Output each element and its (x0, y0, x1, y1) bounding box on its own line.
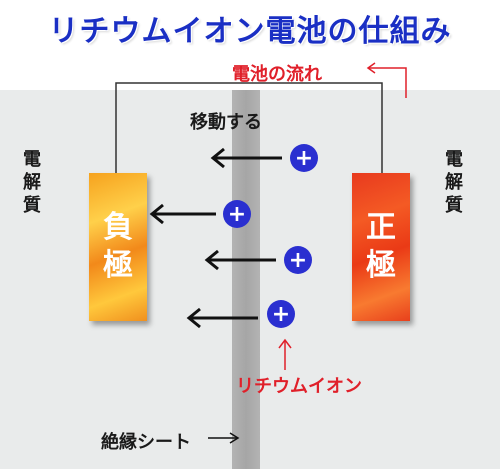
right-electrolyte-label: 電 解 質 (445, 149, 463, 216)
lithium-ion: + (223, 200, 251, 228)
negative-electrode-label: 負 (103, 210, 133, 245)
positive-electrode-label: 極 (366, 248, 396, 283)
current-flow-arrow (366, 62, 407, 98)
circuit-wire (115, 82, 383, 173)
ion-arrow (149, 203, 216, 225)
svg-text:+: + (272, 302, 290, 327)
move-label: 移動する (190, 112, 262, 133)
lithium-ion: + (267, 300, 295, 328)
separator-pointer-arrow (208, 432, 240, 444)
lithium-ion: + (290, 144, 318, 172)
positive-electrode: 正 極 (352, 173, 410, 321)
diagram-title: リチウムイオン電池の仕組み (48, 14, 452, 49)
lithium-ion: + (284, 246, 312, 274)
ion-arrow (186, 307, 258, 329)
ion-pointer-arrow (278, 338, 292, 370)
lithium-ion-label: リチウムイオン (236, 376, 362, 397)
separator-label: 絶縁シート (101, 432, 191, 453)
current-flow-label: 電池の流れ (232, 64, 322, 85)
ion-arrow (210, 147, 282, 169)
separator-sheet (232, 90, 260, 469)
positive-electrode-label: 正 (366, 210, 396, 245)
negative-electrode-label: 極 (103, 248, 133, 283)
ion-arrow (204, 249, 276, 271)
left-electrolyte-label: 電 解 質 (23, 149, 41, 216)
negative-electrode: 負 極 (89, 173, 147, 321)
svg-text:+: + (228, 202, 246, 227)
svg-text:+: + (289, 248, 307, 273)
svg-text:+: + (295, 146, 313, 171)
